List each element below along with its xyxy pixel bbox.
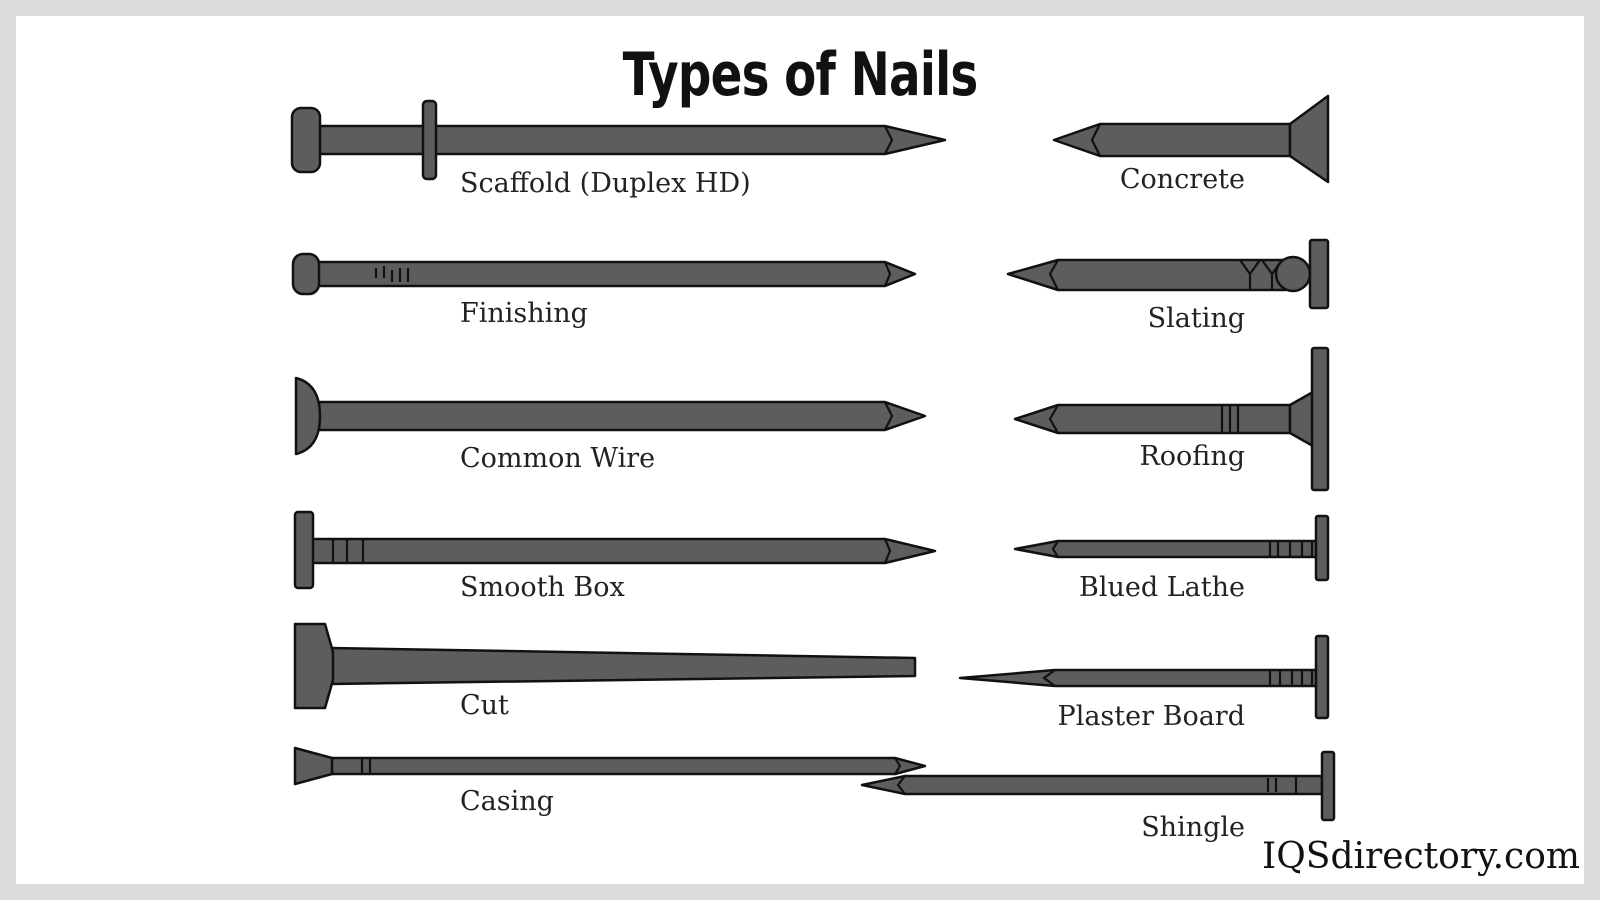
- label-casing: Casing: [460, 786, 554, 817]
- plaster-board-nail: [958, 634, 1330, 720]
- scaffold-nail: [290, 99, 947, 181]
- slating-nail: [1006, 238, 1330, 310]
- blued-lathe-nail: [1013, 514, 1330, 582]
- label-smooth-box: Smooth Box: [460, 572, 625, 603]
- label-roofing: Roofing: [1139, 441, 1245, 472]
- label-blued-lathe: Blued Lathe: [1079, 572, 1245, 603]
- concrete-nail: [1052, 94, 1330, 184]
- label-concrete: Concrete: [1119, 164, 1245, 195]
- label-cut: Cut: [460, 690, 509, 721]
- label-slating: Slating: [1147, 303, 1245, 334]
- label-plaster-board: Plaster Board: [1057, 701, 1245, 732]
- label-shingle: Shingle: [1141, 812, 1245, 843]
- cut-nail: [293, 622, 917, 710]
- casing-nail: [293, 746, 927, 786]
- common-wire-nail: [294, 376, 927, 456]
- diagram-title: Types of Nails: [622, 40, 979, 110]
- brand-watermark: IQSdirectory.com: [1262, 836, 1580, 877]
- smooth-box-nail: [293, 510, 937, 590]
- label-common-wire: Common Wire: [460, 443, 656, 474]
- label-scaffold: Scaffold (Duplex HD): [460, 168, 751, 199]
- finishing-nail: [291, 252, 917, 296]
- label-finishing: Finishing: [460, 298, 588, 329]
- roofing-nail: [1013, 346, 1330, 492]
- shingle-nail: [860, 750, 1336, 822]
